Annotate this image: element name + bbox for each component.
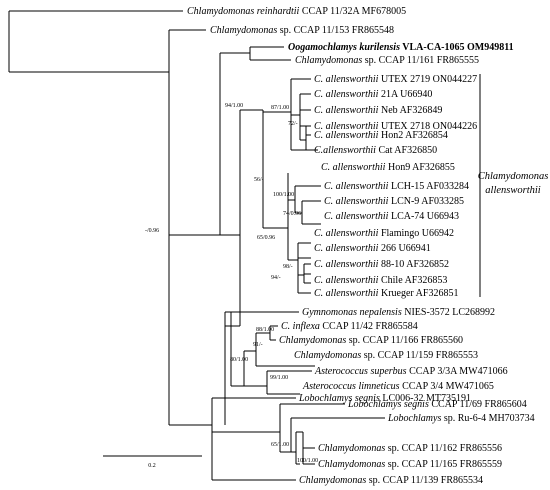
tip-label-highlighted: Oogamochlamys kurilensis VLA-CA-1065 OM9… [288, 42, 514, 53]
tip-label: C. allensworthii Hon2 AF326854 [314, 130, 448, 141]
tip-label: C. allensworthii Flamingo U66942 [314, 228, 454, 239]
scale-bar-label: 0.2 [148, 463, 156, 469]
support-value: 100/1.00 [273, 192, 294, 198]
tip-labels: Chlamydomonas reinhardtii CCAP 11/32A MF… [187, 6, 535, 486]
tip-label: C. allensworthii LCH-15 AF033284 [324, 181, 469, 192]
tip-label: Chlamydomonas sp. CCAP 11/161 FR865555 [295, 55, 479, 66]
support-value: 100/1.00 [297, 458, 318, 464]
tip-label: Lobochlamys segnis CCAP 11/69 FR865604 [347, 399, 527, 410]
tip-label: Asterococcus superbus CCAP 3/3A MW471066 [314, 366, 508, 377]
tip-label: Lobochlamys sp. Ru-6-4 MH703734 [387, 413, 535, 424]
support-value: -/0.96 [145, 228, 159, 234]
tip-label: C. allensworthii Hon9 AF326855 [321, 162, 455, 173]
support-value: 99/1.00 [270, 375, 288, 381]
tip-label: C. allensworthii LCN-9 AF033285 [324, 196, 464, 207]
support-value: 94/- [271, 275, 281, 281]
support-value: 56/- [254, 177, 264, 183]
tip-label: Gymnomonas nepalensis NIES-3572 LC268992 [302, 307, 495, 318]
support-value: 65/1.00 [271, 442, 289, 448]
tip-label: C. allensworthii Krueger AF326851 [314, 288, 458, 299]
tip-label: C. allensworthii Chile AF326853 [314, 275, 447, 286]
tip-label: C. inflexa CCAP 11/42 FR865584 [281, 321, 418, 332]
tip-label: C.allensworthii Cat AF326850 [314, 145, 437, 156]
clade-label: Chlamydomonas [478, 171, 549, 182]
support-value: 91/- [253, 342, 263, 348]
tip-label: Chlamydomonas sp. CCAP 11/165 FR865559 [318, 459, 502, 470]
tip-label: Asterococcus limneticus CCAP 3/4 MW47106… [302, 381, 494, 392]
tip-label: Chlamydomonas sp. CCAP 11/159 FR865553 [294, 350, 478, 361]
tip-label: Chlamydomonas sp. CCAP 11/139 FR865534 [299, 475, 483, 486]
tip-label: C. allensworthii 88-10 AF326852 [314, 259, 449, 270]
support-value: 88/1.00 [256, 327, 274, 333]
support-value: 80/1.00 [230, 357, 248, 363]
support-value: 87/1.00 [271, 105, 289, 111]
tip-label: Chlamydomonas reinhardtii CCAP 11/32A MF… [187, 6, 406, 17]
tip-label: Chlamydomonas sp. CCAP 11/153 FR865548 [210, 25, 394, 36]
tree-branches [8, 10, 385, 481]
tip-label: C. allensworthii LCA-74 U66943 [324, 211, 459, 222]
tip-label: C. allensworthii Neb AF326849 [314, 105, 442, 116]
support-value: 65/0.96 [257, 235, 275, 241]
tip-label: C. allensworthii UTEX 2718 ON044226 [314, 121, 477, 132]
tip-label: Chlamydomonas sp. CCAP 11/166 FR865560 [279, 335, 463, 346]
clade-label: allensworthii [485, 185, 541, 196]
support-value: 74/0.96 [283, 211, 301, 217]
support-value: 94/1.00 [225, 103, 243, 109]
support-value: 72/- [288, 121, 298, 127]
tip-label: C. allensworthii UTEX 2719 ON044227 [314, 74, 477, 85]
tip-label: C. allensworthii 21A U66940 [314, 89, 432, 100]
tip-label: Lobochlamys segnis LC006-32 MT735191 [298, 393, 471, 404]
tip-label: Chlamydomonas sp. CCAP 11/162 FR865556 [318, 443, 502, 454]
support-value: 98/- [283, 264, 293, 270]
support-values: 94/1.00 87/1.00 72/- 56/- -/0.96 100/1.0… [145, 103, 318, 464]
tip-label: C. allensworthii 266 U66941 [314, 243, 431, 254]
